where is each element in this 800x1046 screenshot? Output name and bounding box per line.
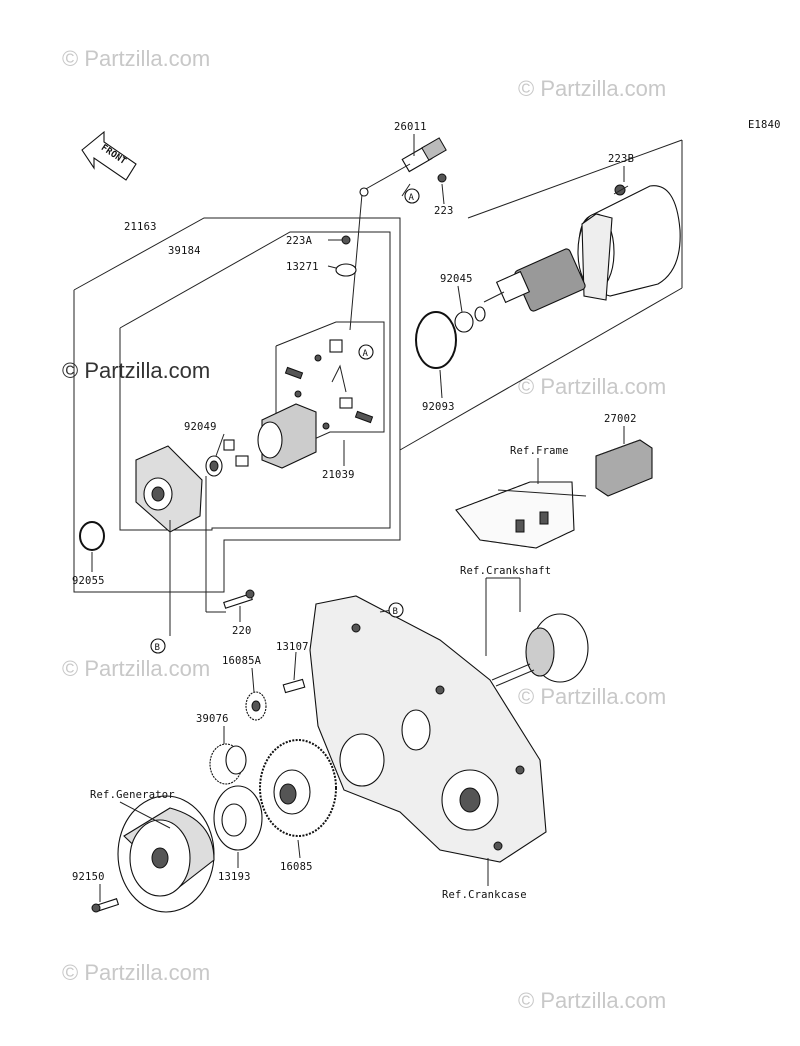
- gear-39076: [209, 743, 247, 785]
- crankshaft: [491, 613, 589, 687]
- callout-a-top: A: [404, 188, 420, 204]
- callout-a-mid: A: [358, 344, 374, 360]
- part-label-21163: 21163: [124, 221, 157, 233]
- watermark: © Partzilla.com: [62, 960, 210, 985]
- part-label-92049: 92049: [184, 421, 217, 433]
- watermark: © Partzilla.com: [518, 374, 666, 399]
- ref-generator-label: Ref.Generator: [90, 789, 175, 801]
- starter-body: [577, 184, 681, 301]
- group-outline-21163: [73, 139, 683, 593]
- part-label-92045: 92045: [440, 273, 473, 285]
- gear-16085: [259, 739, 337, 837]
- seal-92049: [205, 439, 249, 477]
- end-cover-39184: [135, 445, 203, 533]
- diagram-code: E1840: [748, 119, 781, 131]
- relay-27002: [595, 439, 653, 497]
- oring-92055: [79, 521, 105, 551]
- callout-a-label: A: [409, 193, 415, 203]
- part-label-27002: 27002: [604, 413, 637, 425]
- part-label-223b: 223B: [608, 153, 634, 165]
- starter-lead-26011: [349, 137, 447, 331]
- part-label-26011: 26011: [394, 121, 427, 133]
- leader-lines: [91, 134, 625, 902]
- ref-crankcase-label: Ref.Crankcase: [442, 889, 527, 901]
- oring-92093: [415, 311, 457, 369]
- brush-holder-21039: [257, 339, 374, 469]
- bolts-223: [335, 173, 447, 277]
- part-label-92150: 92150: [72, 871, 105, 883]
- bolt-92150: [91, 898, 120, 913]
- starter-clutch-13193: [213, 785, 263, 851]
- watermark: © Partzilla.com: [518, 76, 666, 101]
- part-label-92093: 92093: [422, 401, 455, 413]
- watermark: © Partzilla.com: [62, 358, 210, 383]
- crankcase: [309, 595, 547, 863]
- part-label-223a: 223A: [286, 235, 313, 247]
- ref-frame-drawing: [455, 481, 587, 549]
- front-arrow-icon: FRONT: [81, 130, 137, 181]
- ref-crankshaft-label: Ref.Crankshaft: [460, 565, 551, 577]
- part-label-13107: 13107: [276, 641, 309, 653]
- callout-b-case: B: [388, 602, 404, 618]
- callout-b-label: B: [155, 643, 161, 653]
- part-label-220: 220: [232, 625, 252, 637]
- part-label-13271: 13271: [286, 261, 319, 273]
- callout-a-label: A: [363, 349, 369, 359]
- watermark: © Partzilla.com: [62, 656, 210, 681]
- part-label-16085: 16085: [280, 861, 313, 873]
- watermark: © Partzilla.com: [62, 46, 210, 71]
- group-outline-39184: [119, 231, 391, 531]
- part-label-223: 223: [434, 205, 454, 217]
- part-label-39076: 39076: [196, 713, 229, 725]
- oring-92045: [454, 306, 486, 333]
- armature: [483, 248, 586, 312]
- part-label-16085a: 16085A: [222, 655, 262, 667]
- callout-b-left: B: [150, 638, 166, 654]
- callout-b-label: B: [393, 607, 399, 617]
- part-label-39184: 39184: [168, 245, 201, 257]
- gear-16085a: [245, 691, 267, 721]
- flywheel-generator: [117, 795, 215, 913]
- part-label-13193: 13193: [218, 871, 251, 883]
- watermark: © Partzilla.com: [518, 684, 666, 709]
- part-label-92055: 92055: [72, 575, 105, 587]
- bolt-220: [223, 589, 255, 609]
- watermark: © Partzilla.com: [518, 988, 666, 1013]
- pin-13107: [282, 678, 306, 694]
- part-label-21039: 21039: [322, 469, 355, 481]
- ref-frame-label: Ref.Frame: [510, 445, 569, 457]
